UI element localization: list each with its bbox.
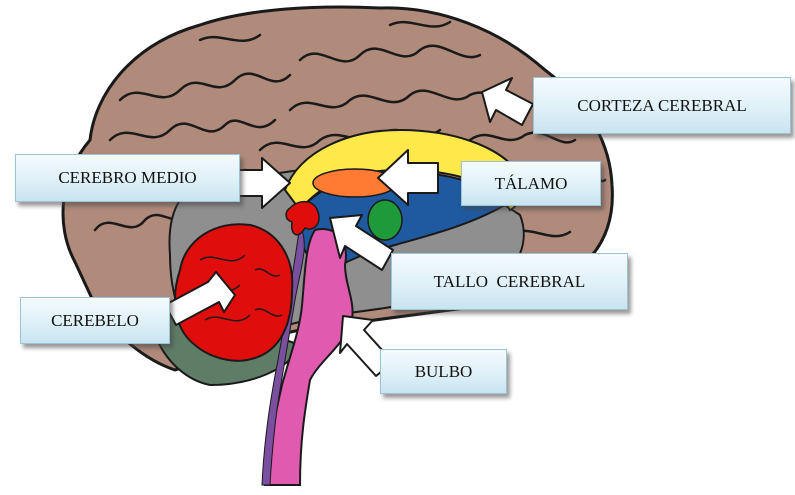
green-body [368, 200, 402, 240]
label-corteza-cerebral: CORTEZA CEREBRAL [533, 77, 791, 134]
label-cerebro-medio: CEREBRO MEDIO [15, 154, 240, 202]
label-tallo-cerebral: TALLO CEREBRAL [391, 253, 628, 310]
label-cerebelo: CEREBELO [20, 297, 170, 344]
label-bulbo: BULBO [380, 349, 507, 394]
label-talamo: TÁLAMO [461, 161, 601, 206]
